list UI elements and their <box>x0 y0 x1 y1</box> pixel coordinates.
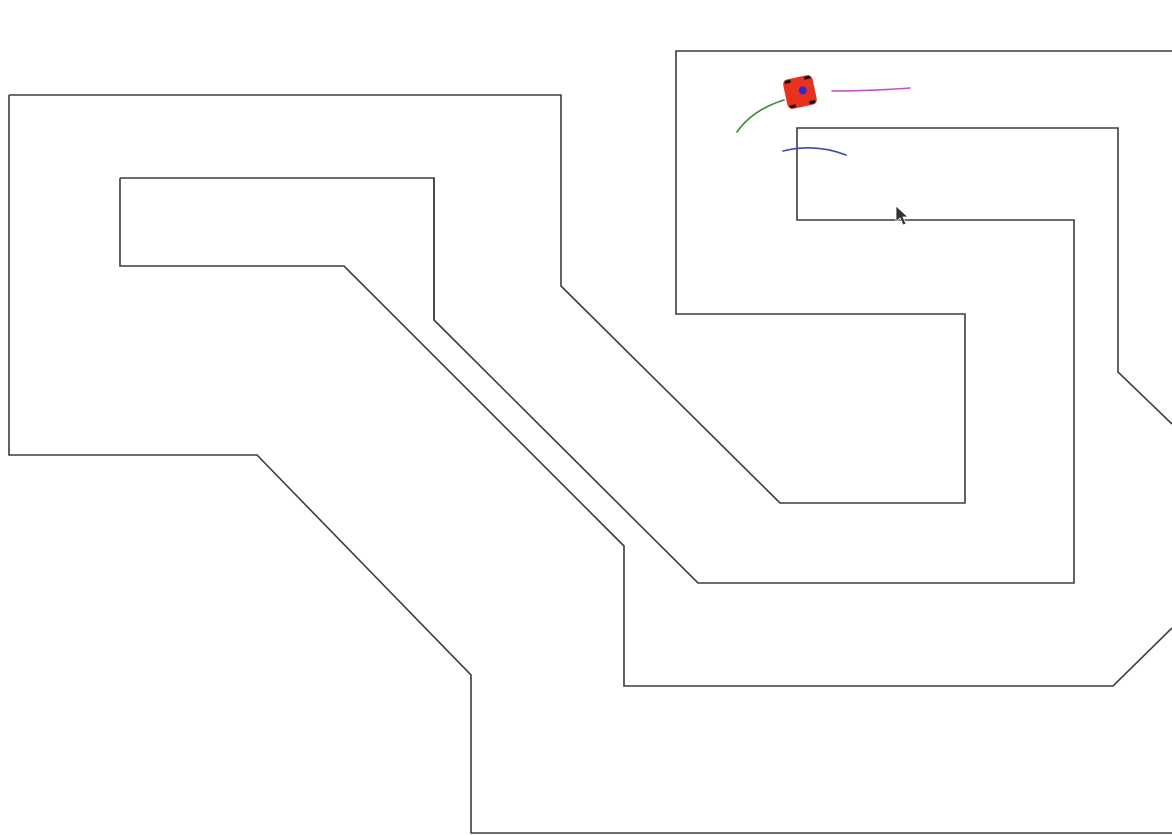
maze-wall-outer-left <box>8 95 1172 834</box>
robot[interactable] <box>782 74 818 110</box>
green-trail <box>736 99 785 133</box>
blue-trail <box>782 147 847 156</box>
maze-wall-left-outer <box>119 178 1172 687</box>
maze-wall-outer-boundary <box>9 50 1172 504</box>
robot-sensor <box>798 86 807 95</box>
robot-wheel <box>809 100 816 105</box>
robot-wheel <box>803 75 811 80</box>
magenta-trail <box>831 87 911 92</box>
maze-wall-left-inner <box>120 127 1172 584</box>
robot-wheel <box>784 79 791 84</box>
arrow-cursor-icon <box>895 205 910 226</box>
robot-wheel <box>789 104 797 109</box>
